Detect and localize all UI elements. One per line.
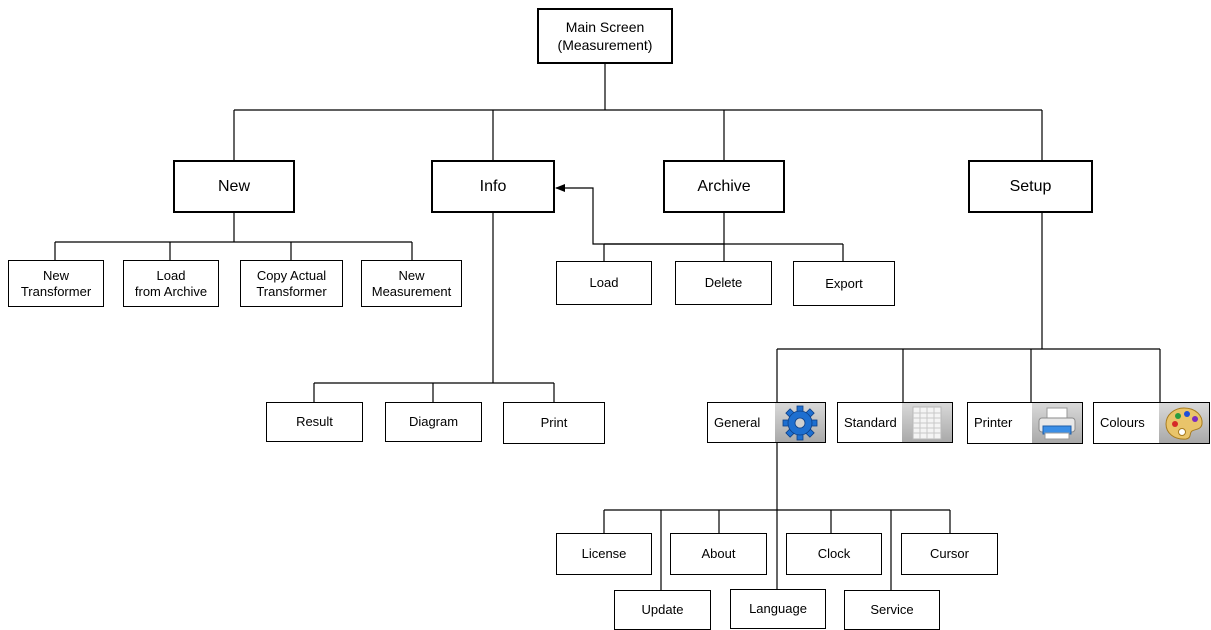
setup-menu-box[interactable]: Setup bbox=[968, 160, 1093, 213]
archive-delete-box[interactable]: Delete bbox=[675, 261, 772, 305]
copy-actual-transformer-box[interactable]: Copy Actual Transformer bbox=[240, 260, 343, 307]
gear-icon bbox=[775, 403, 825, 442]
license-box[interactable]: License bbox=[556, 533, 652, 575]
new-menu-box[interactable]: New bbox=[173, 160, 295, 213]
printer-box[interactable]: Printer bbox=[967, 402, 1083, 444]
info-menu-box[interactable]: Info bbox=[431, 160, 555, 213]
grid-sheet-icon bbox=[902, 403, 952, 442]
printer-label: Printer bbox=[974, 415, 1013, 430]
general-box[interactable]: General bbox=[707, 402, 826, 443]
new-measurement-box[interactable]: New Measurement bbox=[361, 260, 462, 307]
new-transformer-box[interactable]: New Transformer bbox=[8, 260, 104, 307]
standard-box[interactable]: Standard bbox=[837, 402, 953, 443]
colours-label: Colours bbox=[1100, 415, 1145, 430]
diagram-box[interactable]: Diagram bbox=[385, 402, 482, 442]
service-box[interactable]: Service bbox=[844, 590, 940, 630]
print-box[interactable]: Print bbox=[503, 402, 605, 444]
archive-load-box[interactable]: Load bbox=[556, 261, 652, 305]
colours-box[interactable]: Colours bbox=[1093, 402, 1210, 444]
palette-icon bbox=[1159, 403, 1209, 443]
language-box[interactable]: Language bbox=[730, 589, 826, 629]
load-from-archive-box[interactable]: Load from Archive bbox=[123, 260, 219, 307]
about-box[interactable]: About bbox=[670, 533, 767, 575]
update-box[interactable]: Update bbox=[614, 590, 711, 630]
clock-box[interactable]: Clock bbox=[786, 533, 882, 575]
printer-icon bbox=[1032, 403, 1082, 443]
main-screen-box[interactable]: Main Screen (Measurement) bbox=[537, 8, 673, 64]
standard-label: Standard bbox=[844, 414, 897, 430]
archive-export-box[interactable]: Export bbox=[793, 261, 895, 306]
archive-menu-box[interactable]: Archive bbox=[663, 160, 785, 213]
general-label: General bbox=[714, 414, 761, 430]
result-box[interactable]: Result bbox=[266, 402, 363, 442]
cursor-box[interactable]: Cursor bbox=[901, 533, 998, 575]
